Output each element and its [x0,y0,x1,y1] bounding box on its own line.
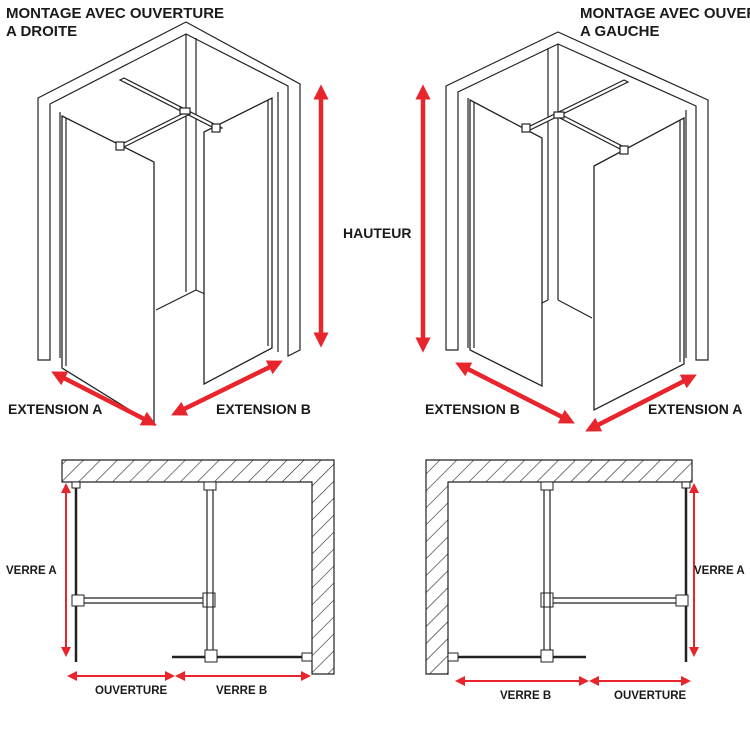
left-verre-b-label: VERRE B [216,685,267,697]
right-plan-view [425,459,693,675]
right-title-line2: A GAUCHE [580,23,659,40]
left-verre-a-label: VERRE A [6,565,57,577]
left-title-line1: MONTAGE AVEC OUVERTURE [6,5,224,22]
right-verre-b-label: VERRE B [500,690,551,702]
left-3d-view [37,21,301,427]
extension-b-arrow-left [171,360,283,416]
left-plan-view [61,459,335,675]
right-ouverture-label: OUVERTURE [614,690,687,702]
right-title-line1: MONTAGE AVEC OUVERTURE [580,5,750,22]
left-extension-b-label: EXTENSION B [216,401,311,417]
left-extension-a-label: EXTENSION A [8,401,102,417]
right-verre-a-label: VERRE A [694,565,745,577]
extension-a-arrow-left [51,371,157,426]
left-title-line2: A DROITE [6,23,77,40]
left-ouverture-label: OUVERTURE [95,685,168,697]
extension-b-arrow-right [455,362,575,424]
right-extension-a-label: EXTENSION A [648,401,742,417]
right-extension-b-label: EXTENSION B [425,401,520,417]
right-3d-view [445,31,709,412]
hauteur-label: HAUTEUR [343,225,411,241]
extension-a-arrow-right [585,374,697,432]
